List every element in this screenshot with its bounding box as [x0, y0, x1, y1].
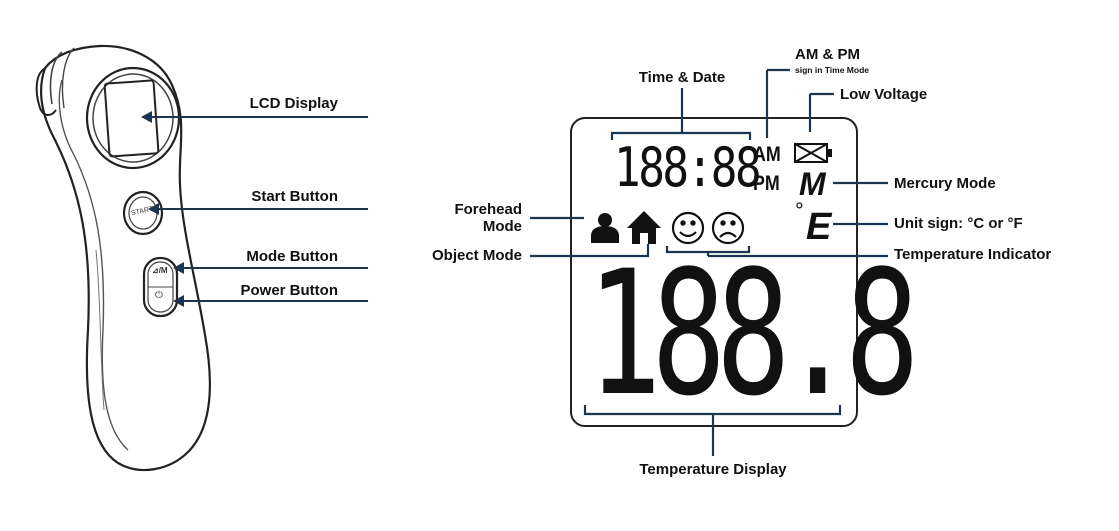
label-lcd-display: LCD Display	[249, 95, 338, 112]
arrow-power-button	[173, 295, 184, 307]
label-temperature-display: Temperature Display	[639, 461, 787, 478]
temperature-digits: 188.8	[587, 233, 919, 434]
label-power-button: Power Button	[240, 282, 339, 299]
mode-power-pill	[142, 256, 179, 318]
label-temperature-indicator: Temperature Indicator	[894, 246, 1052, 263]
arrow-mode-button	[173, 262, 184, 274]
battery-icon	[794, 143, 832, 163]
label-mode-button: Mode Button	[246, 248, 338, 265]
degree-symbol: °	[795, 198, 804, 223]
am-indicator: AM	[753, 143, 781, 166]
unit-symbol: E	[806, 206, 832, 248]
label-forehead-mode: Forehead Mode	[454, 201, 522, 235]
mode-button-label: ⊿/M	[152, 266, 168, 275]
thermometer-side-line	[95, 249, 105, 411]
time-digits: 188:88	[614, 136, 762, 199]
label-low-voltage: Low Voltage	[840, 86, 928, 103]
thermometer-device	[35, 44, 212, 472]
label-time-date: Time & Date	[638, 69, 726, 86]
leader-lcd-display	[151, 116, 368, 118]
label-am-pm-sub: sign in Time Mode	[795, 65, 869, 75]
lcd-display-ring	[85, 66, 181, 170]
object-house-icon	[627, 211, 661, 244]
thermometer-body-contour	[58, 79, 129, 451]
probe-tip	[35, 67, 57, 116]
smile-face-icon	[671, 211, 705, 245]
frown-face-icon	[711, 211, 745, 245]
thermometer-body	[40, 44, 212, 472]
start-button	[122, 190, 164, 236]
pm-indicator: PM	[753, 172, 780, 195]
label-am-pm: AM & PM	[795, 46, 860, 63]
power-icon: ⏻	[155, 290, 163, 301]
label-mercury-mode: Mercury Mode	[894, 175, 996, 192]
leader-power-button	[183, 300, 368, 302]
label-object-mode: Object Mode	[431, 247, 522, 264]
forehead-person-icon	[591, 213, 619, 243]
arrow-lcd-display	[141, 111, 152, 123]
label-start-button: Start Button	[251, 188, 338, 205]
mercury-mode-symbol: M	[799, 166, 826, 202]
leader-start-button	[158, 208, 368, 210]
leader-mode-button	[183, 267, 368, 269]
label-unit-sign: Unit sign: °C or °F	[894, 215, 1023, 232]
arrow-start-button	[148, 203, 159, 215]
